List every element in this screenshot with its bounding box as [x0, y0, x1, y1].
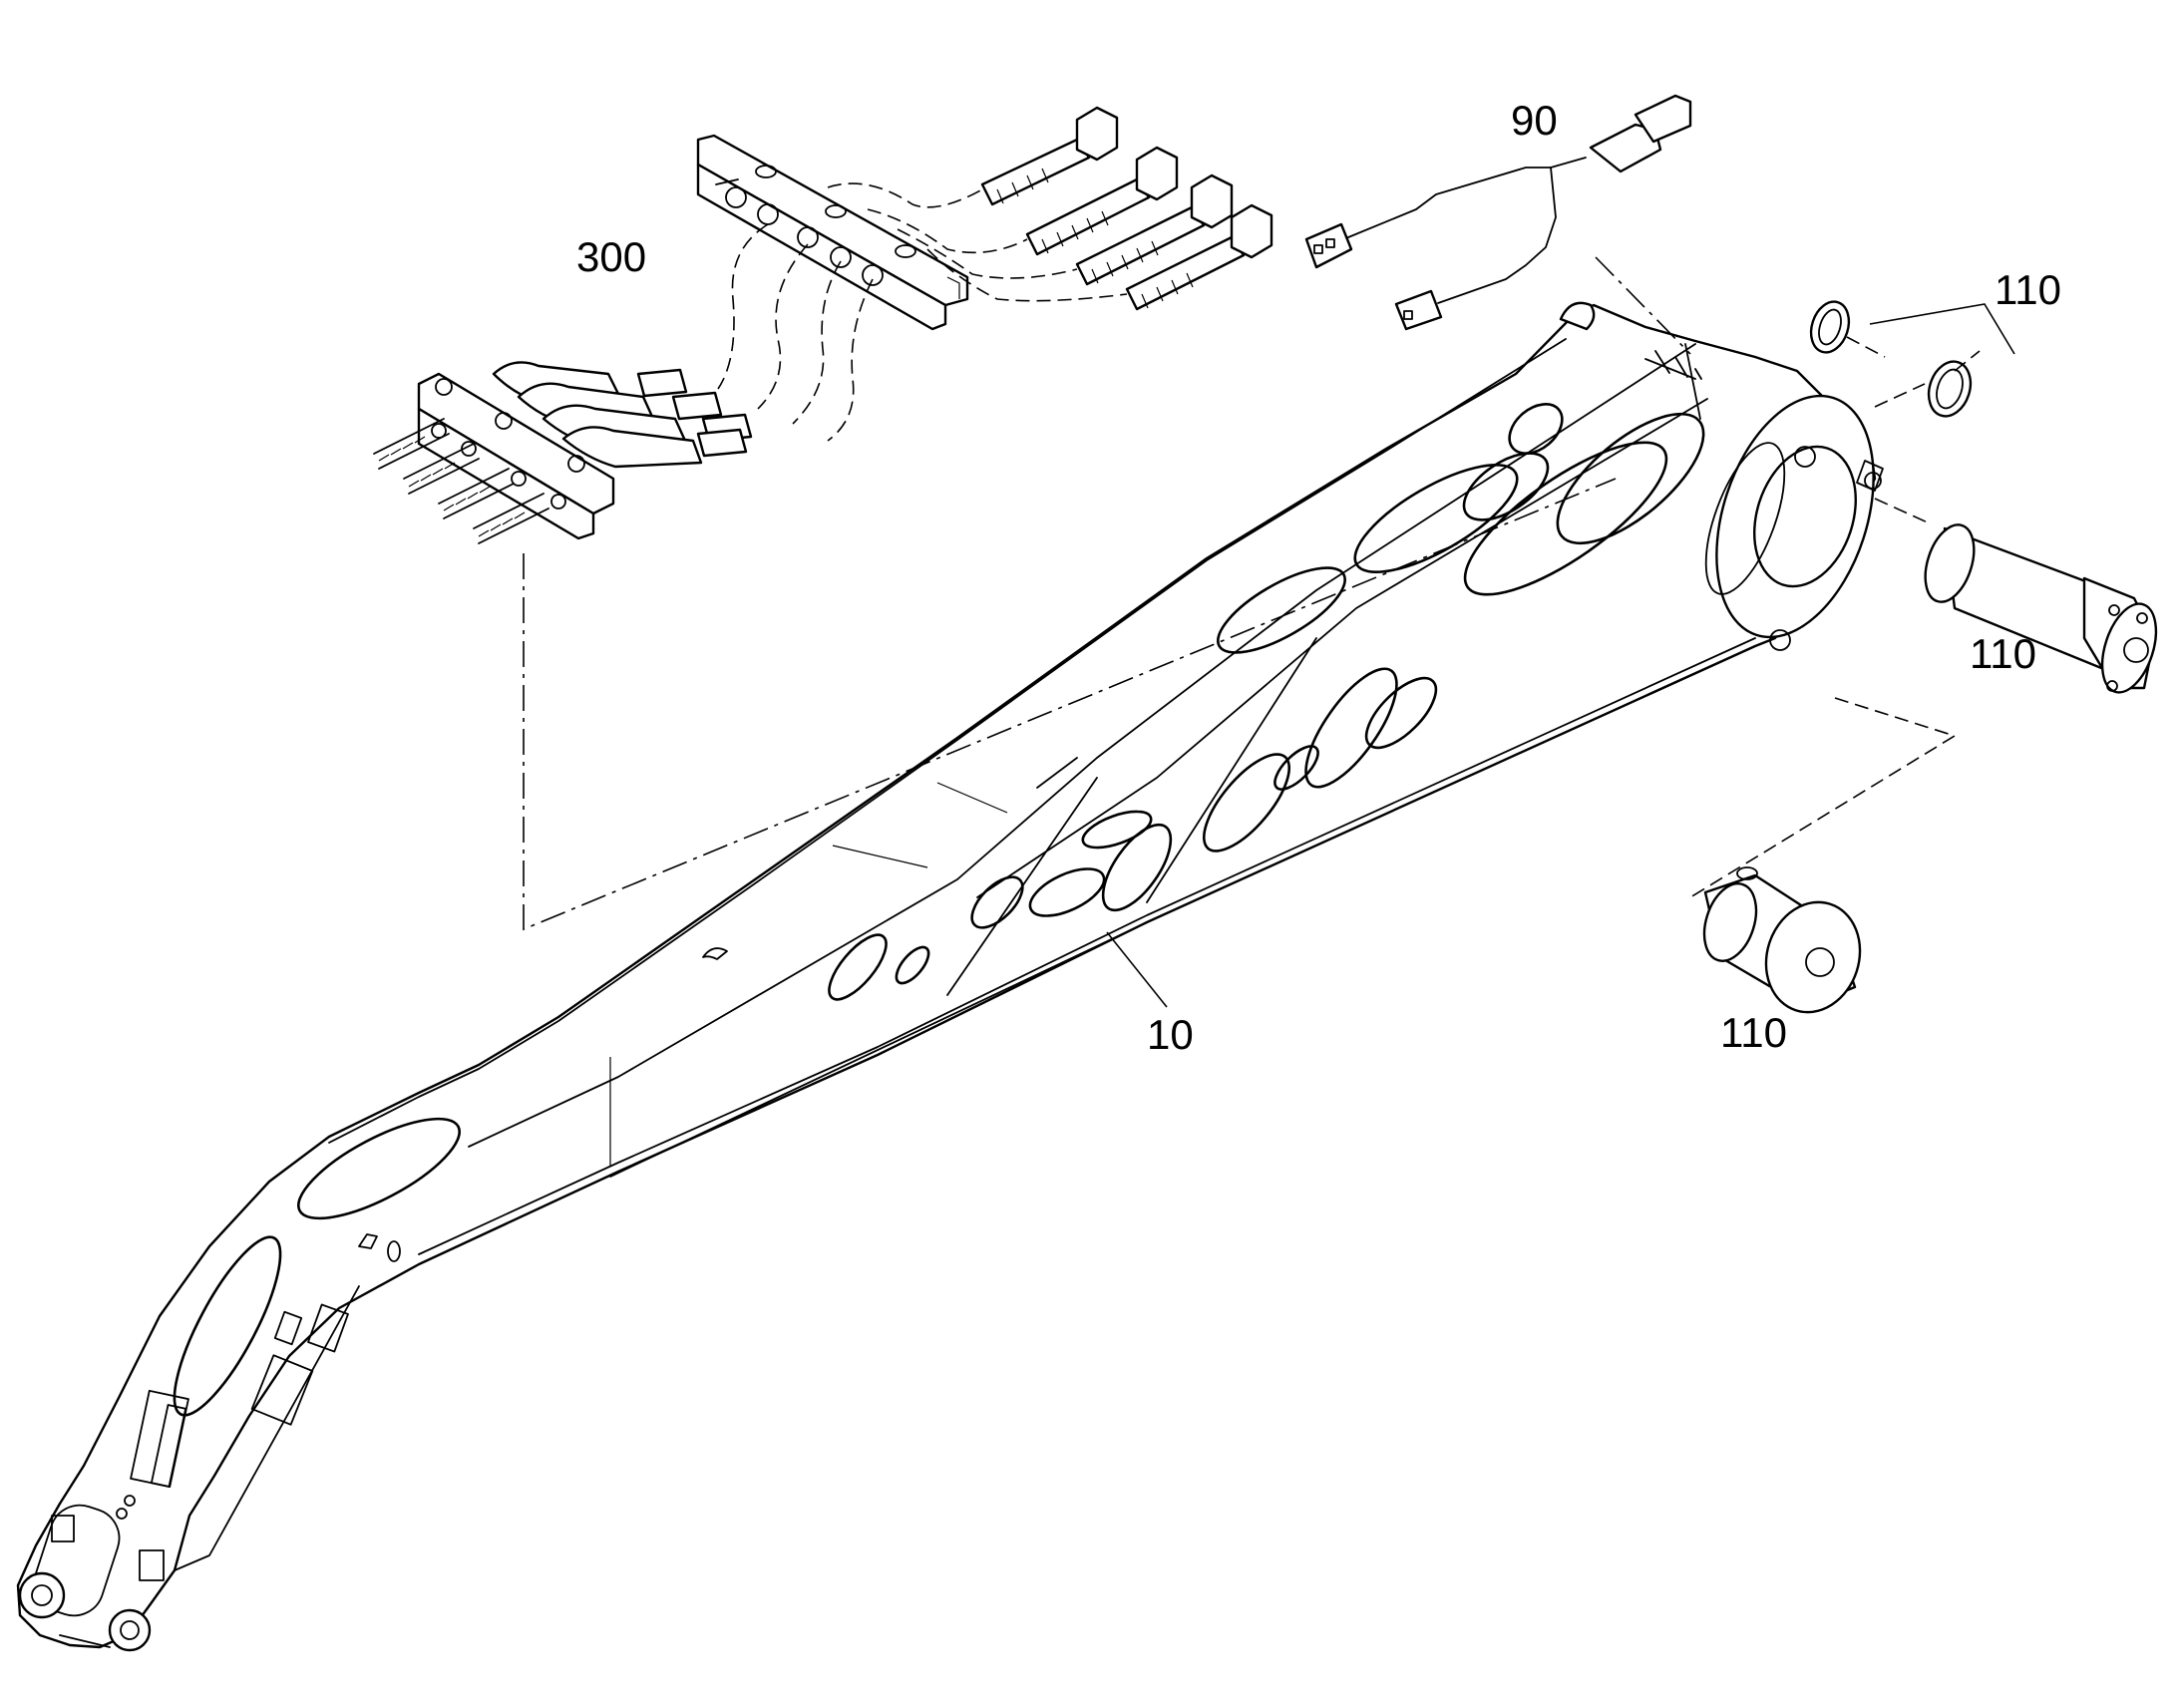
label-10: 10: [1147, 1011, 1194, 1058]
pivot-pin-bottom: [1702, 866, 1862, 1014]
pivot-pin-right: [1924, 523, 2158, 694]
assembly-lines: [523, 182, 1981, 931]
label-90: 90: [1511, 97, 1558, 144]
sensor-cable: [1304, 94, 1692, 331]
label-110-pin-bottom: 110: [1720, 1009, 1787, 1056]
hose-clamp-rail: [696, 134, 969, 331]
hose-bolts: [980, 106, 1273, 311]
hose-fitting-block: [373, 361, 753, 544]
label-110-rings: 110: [1995, 266, 2061, 313]
label-300: 300: [576, 233, 646, 280]
label-110-pin-right: 110: [1970, 630, 2036, 677]
leader-lines: [1106, 303, 2015, 1008]
o-rings: [1809, 300, 1973, 418]
boom-arm: [16, 301, 1884, 1652]
